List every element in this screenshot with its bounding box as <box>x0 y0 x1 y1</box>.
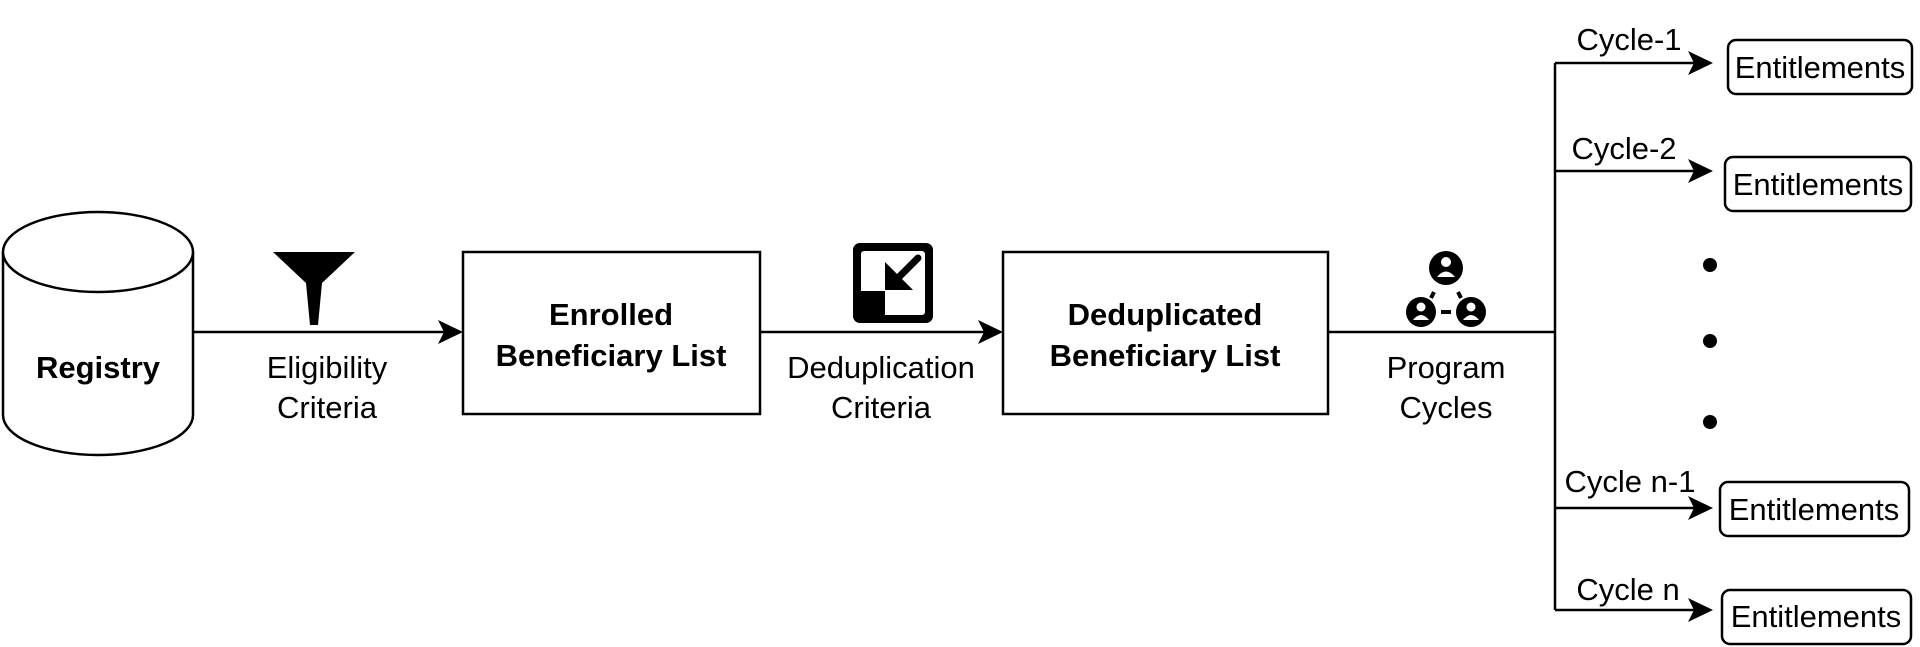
cycle-label: Cycle-2 <box>1571 131 1676 166</box>
deduplication-arrowhead <box>978 320 1003 344</box>
cycle-arrowhead <box>1688 159 1713 183</box>
program-cycles-label-line2: Cycles <box>1399 390 1492 425</box>
cycle-branch: Cycle-2 Entitlements <box>1555 131 1913 213</box>
deduplicated-beneficiary-list-node: Deduplicated Beneficiary List <box>1001 250 1330 416</box>
entitlements-label: Entitlements <box>1733 167 1904 202</box>
entitlements-node <box>1718 480 1911 538</box>
registry-label: Registry <box>36 350 161 385</box>
cycle-branch: Cycle-1 Entitlements <box>1555 22 1914 96</box>
dedup-label-line1: Deduplicated <box>1068 297 1263 332</box>
registry-node: Registry <box>1 210 195 457</box>
entitlements-node <box>1720 588 1913 646</box>
cycle-label: Cycle n <box>1576 572 1679 607</box>
deduplication-label-line2: Criteria <box>831 390 932 425</box>
entitlements-label: Entitlements <box>1735 50 1906 85</box>
cycle-branch: Cycle n Entitlements <box>1555 572 1913 646</box>
eligibility-edge <box>193 320 463 344</box>
deduplication-edge <box>760 320 1003 344</box>
funnel-icon <box>273 252 355 325</box>
people-network-icon <box>1406 251 1486 327</box>
enrolled-beneficiary-list-node: Enrolled Beneficiary List <box>461 250 762 416</box>
program-cycles-label-line1: Program <box>1387 350 1506 385</box>
cycle-arrowhead <box>1688 51 1713 75</box>
enrolled-label-line1: Enrolled <box>549 297 673 332</box>
enrolled-label-line2: Beneficiary List <box>496 338 727 373</box>
cycle-arrowhead <box>1688 598 1713 622</box>
entitlements-label: Entitlements <box>1731 599 1902 634</box>
cycle-label: Cycle n-1 <box>1565 464 1696 499</box>
ellipsis-dot <box>1703 258 1717 272</box>
entitlements-label: Entitlements <box>1729 492 1900 527</box>
entitlements-node <box>1726 38 1914 96</box>
dedup-label-line2: Beneficiary List <box>1050 338 1281 373</box>
cycle-arrowhead <box>1688 496 1713 520</box>
cycle-label: Cycle-1 <box>1576 22 1681 57</box>
eligibility-label-line1: Eligibility <box>267 350 388 385</box>
eligibility-label-line2: Criteria <box>277 390 378 425</box>
eligibility-arrowhead <box>438 320 463 344</box>
merge-arrow-icon <box>853 243 933 323</box>
deduplication-label-line1: Deduplication <box>787 350 975 385</box>
entitlements-node <box>1723 155 1913 213</box>
ellipsis-dot <box>1703 415 1717 429</box>
ellipsis-dot <box>1703 334 1717 348</box>
cycle-branch: Cycle n-1 Entitlements <box>1555 464 1911 538</box>
